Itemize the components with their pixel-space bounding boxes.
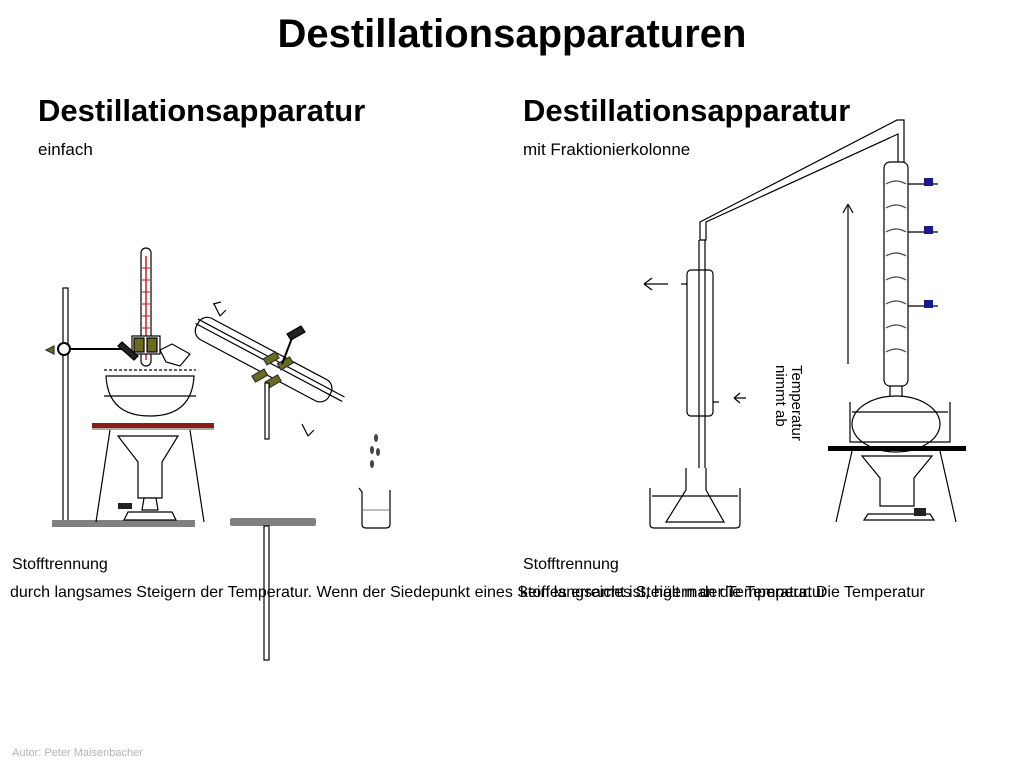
author-credit: Autor: Peter Maisenbacher: [12, 747, 143, 759]
temperature-label: Temperatur nimmt ab: [772, 365, 805, 441]
second-stand-base: [230, 518, 316, 526]
left-panel-title: Destillationsapparatur: [38, 93, 366, 128]
left-caption-heading: Stofftrennung: [12, 556, 108, 573]
slide-title: Destillationsapparaturen: [277, 12, 747, 56]
stopcocks: [908, 178, 938, 308]
right-caption-heading: Stofftrennung: [523, 556, 619, 573]
right-panel-subtitle: mit Fraktionierkolonne: [523, 140, 691, 159]
left-caption-text: durch langsames Steigern der Temperatur.…: [10, 584, 827, 601]
stand-base: [52, 520, 195, 527]
stand-rod: [62, 287, 69, 525]
right-caption-text: kein langsames Steigern der Temperatur. …: [520, 584, 925, 601]
heating-plate: [92, 423, 214, 428]
left-panel-subtitle: einfach: [38, 140, 93, 159]
right-panel-title: Destillationsapparatur: [523, 93, 851, 128]
temperature-label-line1: Temperatur: [788, 365, 805, 441]
temperature-label-line2: nimmt ab: [772, 365, 789, 427]
fractional-distillation-diagram: [643, 119, 966, 529]
simple-distillation-diagram: [44, 247, 391, 661]
